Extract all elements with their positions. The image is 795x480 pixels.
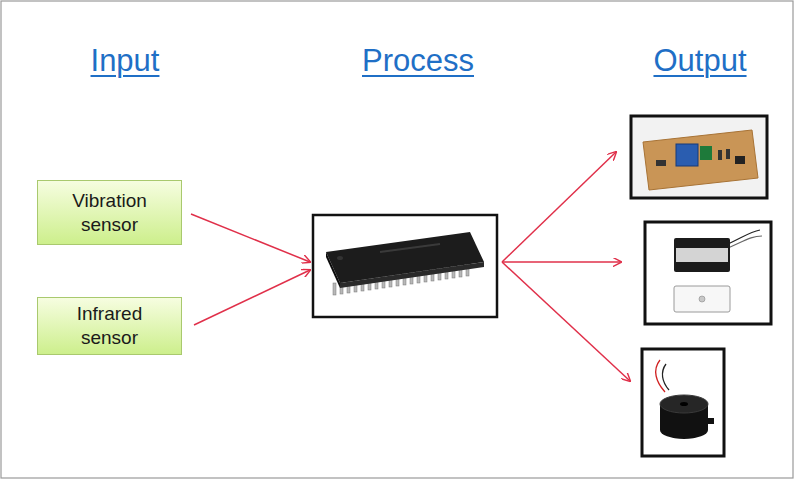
buzzer-hole	[680, 402, 688, 406]
column-heading: Output	[590, 42, 795, 80]
buzzer-wire	[662, 364, 669, 390]
component	[726, 149, 730, 159]
image-frame	[645, 222, 771, 324]
buzzer-image	[642, 349, 724, 456]
buzzer-wire	[656, 360, 665, 392]
image-frame	[642, 349, 724, 456]
buzzer-tab	[704, 418, 714, 424]
relay-board-image	[631, 116, 767, 198]
chip-notch	[337, 256, 343, 260]
plate-screw	[699, 296, 705, 302]
input-arrow	[194, 270, 310, 325]
sensor-box: Vibration sensor	[37, 180, 182, 245]
terminal-block	[700, 146, 712, 160]
chip-edge	[340, 262, 484, 288]
image-frame	[631, 116, 767, 198]
column-heading: Process	[308, 42, 528, 80]
output-arrow	[502, 262, 630, 381]
lock-wire	[728, 236, 762, 248]
input-arrow	[191, 214, 310, 262]
image-frame	[313, 215, 497, 317]
electromagnet	[674, 238, 730, 272]
output-arrow	[502, 152, 616, 262]
pcb-board	[643, 130, 758, 190]
relay-cube	[676, 144, 698, 166]
component	[656, 160, 666, 166]
header-pins	[735, 156, 745, 164]
component	[718, 150, 722, 160]
sensor-label: Infrared sensor	[54, 302, 165, 350]
microcontroller-image	[313, 215, 497, 317]
armature-plate	[674, 286, 730, 312]
magnetic-lock-image	[645, 222, 771, 324]
chip-marking	[380, 244, 440, 252]
output-arrow	[502, 261, 621, 263]
column-heading: Input	[15, 42, 235, 80]
sensor-box: Infrared sensor	[37, 297, 182, 355]
sensor-label: Vibration sensor	[54, 189, 165, 237]
buzzer-top	[660, 395, 708, 413]
magnet-face	[676, 248, 728, 262]
